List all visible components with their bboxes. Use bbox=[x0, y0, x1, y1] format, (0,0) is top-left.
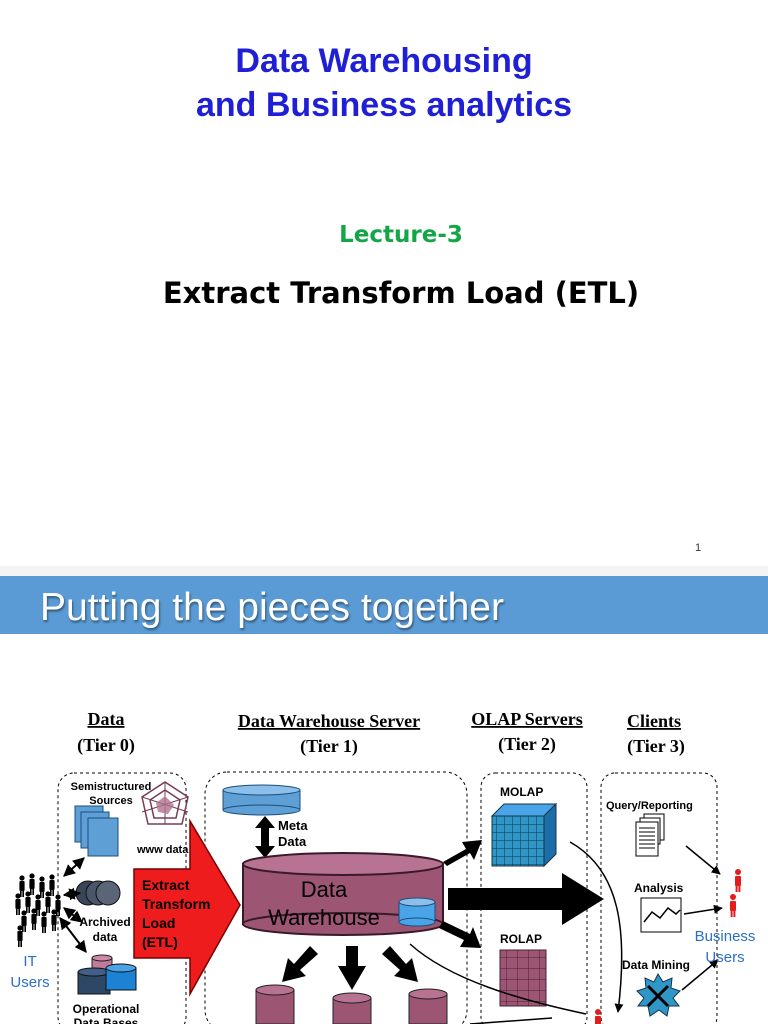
title-line-2: and Business analytics bbox=[195, 86, 573, 124]
business-users-label: Business bbox=[695, 928, 756, 945]
mart-arrows bbox=[282, 946, 418, 990]
page-number: 1 bbox=[695, 542, 702, 554]
svg-text:Sources: Sources bbox=[89, 795, 132, 807]
archived-label: Archived bbox=[79, 915, 130, 929]
query-reporting-label: Query/Reporting bbox=[606, 800, 693, 812]
web-icon bbox=[141, 781, 189, 825]
tier2-heading: OLAP Servers bbox=[471, 709, 582, 729]
user-source-arrows bbox=[59, 857, 87, 953]
data-mining-tools-icon bbox=[636, 972, 681, 1017]
archived-data-icon bbox=[75, 880, 121, 906]
title-line-1: Data Warehousing bbox=[235, 42, 533, 80]
architecture-diagram: Data (Tier 0) Data Warehouse Server (Tie… bbox=[10, 709, 756, 1024]
lecture-label: Lecture-3 bbox=[339, 222, 463, 248]
dw-label-1: Data bbox=[301, 877, 348, 902]
it-users-icon bbox=[15, 873, 61, 947]
etl-arrow: Extract Transform Load (ETL) bbox=[133, 818, 241, 997]
business-users-label-2: Users bbox=[705, 949, 744, 966]
operational-label-2: Data Bases bbox=[74, 1016, 139, 1024]
tier3-label: (Tier 3) bbox=[627, 736, 685, 757]
etl-label-1: Extract bbox=[142, 877, 190, 893]
data-mining-label: Data Mining bbox=[622, 958, 690, 972]
rolap-label: ROLAP bbox=[500, 932, 542, 946]
tier3-box bbox=[600, 772, 718, 1024]
slide-title: Putting the pieces together bbox=[40, 586, 504, 629]
analysis-label: Analysis bbox=[634, 881, 684, 895]
dw-label-2: Warehouse bbox=[268, 905, 380, 930]
etl-label-4: (ETL) bbox=[142, 934, 178, 950]
analysis-chart-icon bbox=[640, 897, 682, 933]
etl-label-3: Load bbox=[142, 915, 175, 931]
molap-label: MOLAP bbox=[500, 785, 543, 799]
tier0-label: (Tier 0) bbox=[77, 735, 135, 756]
slide-subtitle: Extract Transform Load (ETL) bbox=[162, 276, 640, 310]
svg-text:Semistructured: Semistructured bbox=[71, 781, 152, 793]
report-icon bbox=[635, 813, 665, 857]
dw-olap-arrows bbox=[439, 840, 604, 948]
it-users-label: IT bbox=[23, 953, 36, 970]
slide-banner bbox=[0, 576, 768, 634]
tier2-label: (Tier 2) bbox=[498, 734, 556, 755]
dw-client-curve bbox=[409, 943, 587, 1015]
operational-db-icon bbox=[77, 954, 137, 995]
meta-label: Meta bbox=[278, 818, 308, 833]
tier0-heading: Data bbox=[88, 709, 125, 729]
www-data-label: www data bbox=[136, 844, 189, 856]
etl-label-2: Transform bbox=[142, 896, 210, 912]
meta-double-arrow bbox=[255, 816, 275, 858]
title-slide: Data Warehousing and Business analytics … bbox=[162, 42, 702, 554]
meta-label-2: Data bbox=[278, 834, 307, 849]
mart-client-line bbox=[469, 1017, 553, 1024]
tier3-heading: Clients bbox=[627, 711, 681, 731]
metadata-cylinder bbox=[222, 784, 301, 816]
operational-label: Operational bbox=[73, 1002, 140, 1016]
tier1-label: (Tier 1) bbox=[300, 736, 358, 757]
client-user-arrows bbox=[681, 845, 723, 991]
archived-label-2: data bbox=[93, 930, 118, 944]
tier1-heading: Data Warehouse Server bbox=[238, 711, 420, 731]
olap-client-curve bbox=[569, 841, 624, 1013]
data-marts bbox=[255, 984, 448, 1024]
rolap-table-icon bbox=[499, 949, 547, 1007]
it-users-label-2: Users bbox=[10, 974, 49, 991]
semistructured-sources: Semistructured Sources bbox=[71, 781, 152, 857]
data-warehouse-cylinder bbox=[242, 852, 444, 936]
molap-cube-icon bbox=[490, 802, 558, 868]
tier-headings: Data (Tier 0) Data Warehouse Server (Tie… bbox=[77, 709, 685, 757]
slide-gap bbox=[0, 566, 768, 576]
